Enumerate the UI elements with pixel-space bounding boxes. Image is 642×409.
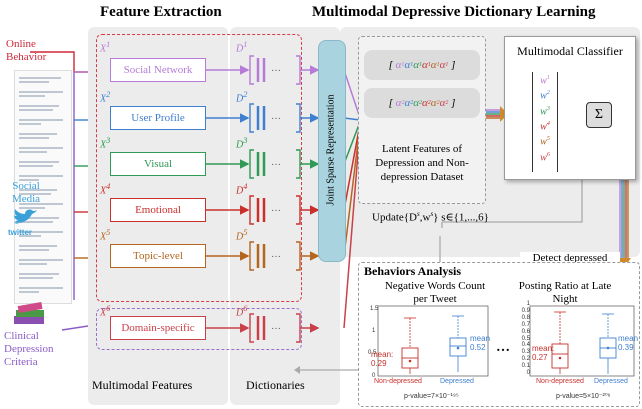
feature-box-visual: Visual <box>110 152 206 176</box>
sum-node: Σ <box>586 102 612 128</box>
d6-label: D6 <box>236 304 248 319</box>
chart2-title: Posting Ratio at Late Night <box>518 280 612 305</box>
twitter-wordmark: twitter <box>8 228 32 237</box>
chart1-ytick: 1.5 <box>370 306 379 312</box>
d2-label: D2 <box>236 90 248 105</box>
chart1-mean-right: mean 0.52 <box>470 334 491 352</box>
chart1-frame <box>377 305 489 377</box>
svg-text:···: ··· <box>271 251 281 262</box>
latent-caption: Latent Features of Depression and Non-de… <box>375 143 469 183</box>
tweet-lines-graphic <box>19 77 63 293</box>
x1-label: X1 <box>100 40 111 55</box>
chart1-mean-left: mean: 0.29 <box>371 350 394 368</box>
charts-ellipsis: … <box>496 340 510 355</box>
tweet-screenshots <box>14 70 72 304</box>
classifier-title: Multimodal Classifier <box>517 44 623 58</box>
behaviors-analysis-title: Behaviors Analysis <box>364 264 462 278</box>
chart1-xlabel-nondepressed: Non-depressed <box>374 378 422 385</box>
books-icon <box>14 301 44 324</box>
chart2-frame <box>529 305 635 377</box>
input-connectors <box>30 51 89 331</box>
chart2-pvalue: p-value=5×10⁻²⁰⁶ <box>556 393 611 400</box>
svg-text:···: ··· <box>271 65 281 76</box>
chart2-mean-right: mean 0.39 <box>618 334 639 352</box>
chart2-xlabel-nondepressed: Non-depressed <box>536 378 584 385</box>
svg-text:···: ··· <box>271 113 281 124</box>
social-media-label: Social Media <box>11 180 41 205</box>
x2-label: X2 <box>100 90 111 105</box>
twitter-bird-icon <box>14 209 37 224</box>
d1-label: D1 <box>236 40 248 55</box>
svg-text:···: ··· <box>271 205 281 216</box>
classifier-weight-vector: w1 w2 w3 w4 w5 w6 <box>532 72 558 172</box>
dictionaries-label: Dictionaries <box>246 378 305 392</box>
behavior-charts: 1.5 1 0.5 0 <box>368 305 635 379</box>
dictionary-learning-header: Multimodal Depressive Dictionary Learnin… <box>312 4 596 20</box>
joint-sparse-representation-bar <box>318 40 346 262</box>
domain-dashed-group <box>96 308 302 350</box>
chart2-xlabel-depressed: Depressed <box>594 378 628 385</box>
feature-box-social-network: Social Network <box>110 58 206 82</box>
multimodal-features-label: Multimodal Features <box>92 378 193 392</box>
joint-sparse-representation-label: Joint Sparse Representation <box>325 94 337 206</box>
chart1-title: Negative Words Count per Tweet <box>384 280 486 305</box>
x5-label: X5 <box>100 228 111 243</box>
d5-label: D5 <box>236 228 248 243</box>
chart1-ytick: 0 <box>372 373 376 379</box>
x4-label: X4 <box>100 182 111 197</box>
d4-label: D4 <box>236 182 248 197</box>
svg-text:···: ··· <box>271 159 281 170</box>
clinical-criteria-label: Clinical Depression Criteria <box>4 330 54 368</box>
chart1-xlabel-depressed: Depressed <box>440 378 474 385</box>
multimodal-classifier-box <box>504 36 636 180</box>
feature-box-domain-specific: Domain-specific <box>110 316 206 340</box>
online-behavior-label: Online Behavior <box>6 38 47 63</box>
chart1-ytick: 0.5 <box>368 350 377 356</box>
svg-text:···: ··· <box>271 323 281 334</box>
update-label: Update{Ds,ws} s∈{1,...,6} <box>372 210 489 224</box>
chart1-ytick: 1 <box>372 328 376 334</box>
feature-box-topic-level: Topic-level <box>110 244 206 268</box>
chart2-mean-left: mean: 0.27 <box>532 344 555 362</box>
feature-box-emotional: Emotional <box>110 198 206 222</box>
x6-label: X6 <box>100 304 111 319</box>
feature-box-user-profile: User Profile <box>110 106 206 130</box>
features-dashed-group <box>96 34 302 302</box>
d3-label: D3 <box>236 136 248 151</box>
behaviors-analysis-box <box>358 262 640 407</box>
feature-extraction-header: Feature Extraction <box>100 4 222 20</box>
x3-label: X3 <box>100 136 111 151</box>
chart1-pvalue: p-value=7×10⁻¹⁹⁵ <box>404 393 459 400</box>
